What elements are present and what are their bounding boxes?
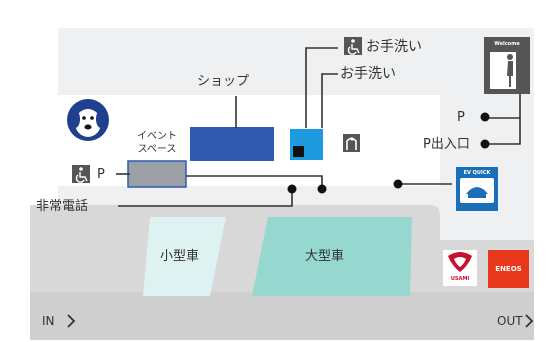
exit-arrow-icon bbox=[525, 314, 534, 328]
restroom-door bbox=[293, 146, 304, 157]
large-car-label: 大型車 bbox=[305, 249, 345, 264]
usami-sign-text: USAMI bbox=[450, 276, 470, 282]
eneos-logo-icon bbox=[488, 250, 529, 288]
large-car-bay bbox=[252, 217, 412, 296]
eneos-sign-text: ENEOS bbox=[495, 265, 522, 273]
event-space[interactable] bbox=[127, 160, 187, 188]
phone-leader bbox=[118, 190, 293, 207]
entrance-arrow-icon bbox=[67, 314, 76, 328]
ev-dot bbox=[393, 179, 403, 189]
event-dot bbox=[317, 184, 327, 194]
restroom-leader bbox=[321, 73, 338, 128]
welcome-leader bbox=[486, 92, 521, 145]
leader-lines bbox=[116, 47, 521, 207]
usami-logo-icon bbox=[443, 250, 477, 286]
baby-care-icon bbox=[343, 134, 360, 152]
restroom-accessible-leader bbox=[305, 47, 338, 128]
parking-dot bbox=[480, 112, 490, 122]
exit-label: OUT bbox=[497, 314, 523, 328]
entrance-label: IN bbox=[42, 314, 55, 328]
wheelchair-icon bbox=[344, 37, 362, 55]
small-car-bay bbox=[143, 217, 226, 296]
emergency-phone-label: 非常電話 bbox=[36, 199, 89, 214]
welcome-person-icon bbox=[507, 54, 513, 87]
welcome-sign-text: Welcome bbox=[494, 41, 520, 47]
parking-label: P bbox=[457, 110, 465, 125]
dog-mascot-icon bbox=[67, 99, 109, 141]
small-car-label: 小型車 bbox=[160, 249, 200, 264]
connection-dots bbox=[287, 112, 490, 194]
ev-charger-icon bbox=[456, 167, 498, 211]
parking-entrance-label: P出入口 bbox=[423, 137, 470, 152]
restroom-label: お手洗い bbox=[340, 66, 396, 82]
shop-label: ショップ bbox=[197, 74, 250, 89]
road bbox=[30, 292, 534, 340]
welcome-sign bbox=[484, 37, 530, 94]
event-space-label: イベント スペース bbox=[137, 131, 177, 155]
shop[interactable] bbox=[190, 127, 274, 161]
ev-sign-text: EV QUICK bbox=[463, 170, 491, 176]
restroom-accessible-label: お手洗い bbox=[366, 39, 422, 55]
parking-entrance-dot bbox=[480, 139, 490, 149]
wheelchair-icon bbox=[72, 165, 90, 183]
phone-dot bbox=[287, 184, 297, 194]
accessible-parking-label: P bbox=[97, 167, 105, 182]
